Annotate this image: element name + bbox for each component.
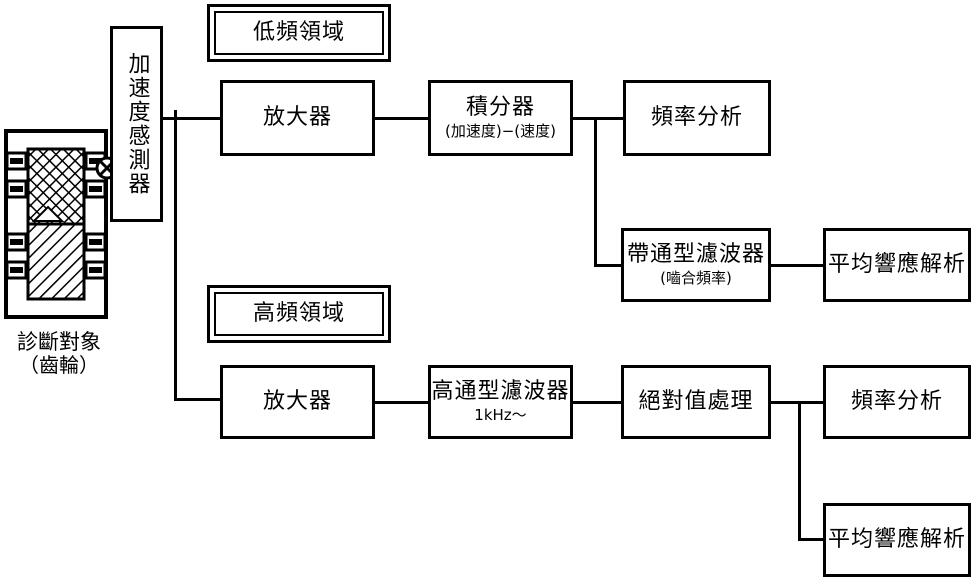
block-amplifier-high[interactable]: 放大器 xyxy=(220,365,375,439)
connector-split-to-bandpass-filter xyxy=(594,264,623,267)
block-amplifier-low-label: 放大器 xyxy=(262,104,332,130)
connector-sensor-to-amplifier-low xyxy=(163,117,221,120)
block-absolute-value-processing[interactable]: 絕對值處理 xyxy=(621,365,771,439)
accelerometer-sensor-block[interactable]: 加速度感測器 xyxy=(110,26,163,222)
connector-split-to-average-response-high xyxy=(798,538,826,541)
connector-amplifier-low-to-integrator xyxy=(374,117,429,120)
block-amplifier-high-label: 放大器 xyxy=(262,388,332,414)
section-banner-low-frequency: 低頻領域 xyxy=(207,4,391,62)
section-label-low-frequency: 低頻領域 xyxy=(252,19,345,45)
block-integrator-label: 積分器 xyxy=(465,95,535,121)
block-bandpass-filter-sublabel: (嚙合頻率) xyxy=(660,268,732,287)
block-frequency-analysis-high[interactable]: 頻率分析 xyxy=(823,365,971,439)
block-average-response-analysis-high[interactable]: 平均響應解析 xyxy=(823,503,971,577)
block-average-response-analysis-low[interactable]: 平均響應解析 xyxy=(823,228,971,302)
section-label-high-frequency: 高頻領域 xyxy=(252,300,345,326)
block-integrator[interactable]: 積分器 (加速度)−(速度) xyxy=(428,80,573,156)
connector-highpass-to-absolute-value xyxy=(572,401,622,404)
subject-caption-line2: （齒輪） xyxy=(19,353,99,378)
diagnosis-subject-illustration xyxy=(4,129,108,319)
block-integrator-sublabel: (加速度)−(速度) xyxy=(445,121,556,140)
connector-integrator-to-split xyxy=(572,117,625,120)
diagnosis-subject-caption: 診斷對象 （齒輪） xyxy=(0,330,118,377)
gear-cross-section-icon xyxy=(4,129,108,319)
subject-caption-line1: 診斷對象 xyxy=(17,330,101,354)
block-highpass-filter[interactable]: 高通型濾波器 1kHz〜 xyxy=(428,365,573,439)
section-banner-high-frequency: 高頻領域 xyxy=(207,285,391,343)
connector-bandpass-to-average-response-low xyxy=(770,264,825,267)
sensor-trunk-line xyxy=(174,110,177,398)
block-highpass-filter-label: 高通型濾波器 xyxy=(431,379,570,405)
block-frequency-analysis-low[interactable]: 頻率分析 xyxy=(623,80,771,156)
block-absolute-value-processing-label: 絕對值處理 xyxy=(638,388,754,414)
block-highpass-filter-sublabel: 1kHz〜 xyxy=(474,405,527,424)
block-average-response-analysis-low-label: 平均響應解析 xyxy=(827,251,966,277)
block-frequency-analysis-low-label: 頻率分析 xyxy=(650,104,743,130)
block-bandpass-filter-label: 帶通型濾波器 xyxy=(626,242,765,268)
connector-lower-split-vertical xyxy=(798,401,801,540)
connector-integrator-split-vertical xyxy=(594,117,597,267)
accelerometer-sensor-label: 加速度感測器 xyxy=(124,52,150,196)
block-average-response-analysis-high-label: 平均響應解析 xyxy=(827,526,966,552)
connector-absolute-value-to-split xyxy=(770,401,825,404)
connector-amplifier-high-to-highpass xyxy=(374,401,429,404)
block-bandpass-filter[interactable]: 帶通型濾波器 (嚙合頻率) xyxy=(621,228,771,302)
block-amplifier-low[interactable]: 放大器 xyxy=(220,80,375,156)
block-frequency-analysis-high-label: 頻率分析 xyxy=(850,388,943,414)
connector-sensor-to-amplifier-high xyxy=(174,398,222,401)
